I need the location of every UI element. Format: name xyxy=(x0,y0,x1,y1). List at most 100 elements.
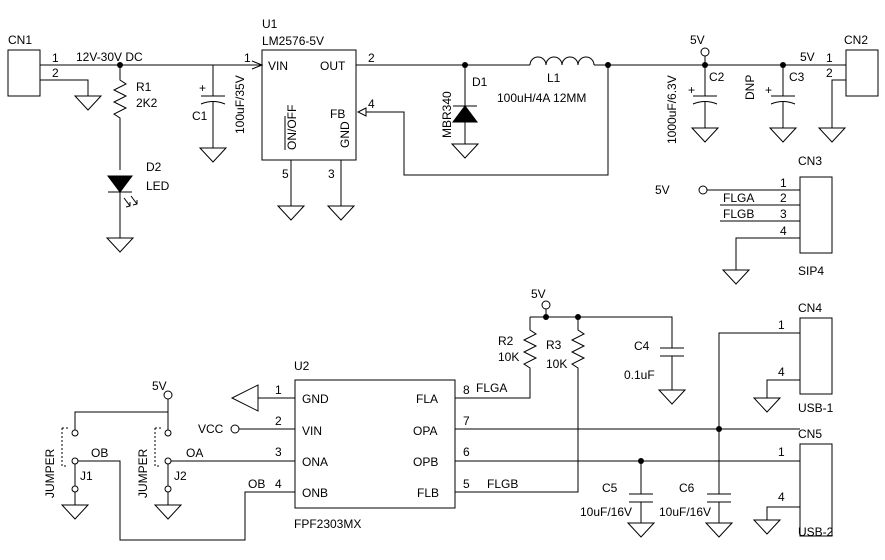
ground-symbol-d2 xyxy=(105,237,135,253)
cn2-connector: CN2 5V 1 2 xyxy=(800,33,879,128)
c5-value: 10uF/16V xyxy=(580,505,632,519)
u2-pin-vin: VIN xyxy=(302,424,322,438)
cn3-pin4: 4 xyxy=(780,224,787,238)
cn3-net-5v: 5V xyxy=(655,183,670,197)
cn5-ref: CN5 xyxy=(798,427,822,441)
ground-symbol-j2 xyxy=(153,504,183,520)
c1-ref: C1 xyxy=(192,109,208,123)
u2-part: FPF2303MX xyxy=(294,517,361,531)
j2-ref: J2 xyxy=(174,469,187,483)
u1-p3: 3 xyxy=(328,167,335,181)
d1-ref: D1 xyxy=(472,75,488,89)
c1-polarity: + xyxy=(199,81,206,95)
cn4-type: USB-1 xyxy=(798,401,834,415)
c6-ref: C6 xyxy=(679,481,695,495)
junction-pullup xyxy=(543,314,549,320)
j1-ref: J1 xyxy=(80,469,93,483)
jumper-5v-label: 5V xyxy=(152,379,167,393)
ground-symbol-d1 xyxy=(450,143,480,159)
net-12v-30v: 12V-30V DC xyxy=(76,50,143,64)
c1-capacitor: + C1 100uF/35V xyxy=(192,65,247,148)
u2-p4: 4 xyxy=(275,477,282,491)
ground-symbol-cn1 xyxy=(73,95,103,111)
cn1-pin2: 2 xyxy=(52,66,59,80)
u2-load-switch: U2 FPF2303MX GND VIN ONA ONB FLA OPA OPB… xyxy=(275,359,470,531)
l1-ref: L1 xyxy=(547,71,561,85)
d2-ref: D2 xyxy=(146,160,162,174)
u2-p1: 1 xyxy=(275,383,282,397)
net-ob-label: OB xyxy=(248,477,265,491)
u1-pin-fb: FB xyxy=(330,107,345,121)
j2-label: JUMPER xyxy=(136,448,150,498)
c1-value: 100uF/35V xyxy=(233,75,247,134)
junction-fb xyxy=(605,62,611,68)
c4-value: 0.1uF xyxy=(624,368,655,382)
net-flgb-u2: FLGB xyxy=(487,477,518,491)
ground-symbol-cn2 xyxy=(817,127,847,143)
c2-polarity: + xyxy=(688,83,695,97)
r3-value: 10K xyxy=(546,357,567,371)
u1-ref: U1 xyxy=(262,17,278,31)
cn5-pin1: 1 xyxy=(778,445,785,459)
ground-symbol-cn5 xyxy=(752,519,782,535)
d2-type: LED xyxy=(146,179,170,193)
u1-pin-gnd: GND xyxy=(338,121,352,148)
cn4-pin1: 1 xyxy=(778,318,785,332)
ground-symbol-u1-pin3 xyxy=(326,205,356,221)
cn3-net-flga: FLGA xyxy=(723,191,754,205)
u2-p6: 6 xyxy=(463,445,470,459)
u2-p8: 8 xyxy=(463,383,470,397)
ground-symbol-cn4 xyxy=(752,397,782,413)
net-oa: OA xyxy=(186,446,203,460)
cn4-ref: CN4 xyxy=(798,301,822,315)
u2-pin-ona: ONA xyxy=(302,455,328,469)
ground-symbol-j1 xyxy=(60,504,90,520)
pullup-5v-terminal xyxy=(541,300,551,310)
cn4-pin4: 4 xyxy=(778,365,785,379)
d2-led: D2 LED xyxy=(107,160,170,238)
c5-capacitor: C5 10uF/16V xyxy=(580,461,653,523)
j1-label: JUMPER xyxy=(43,448,57,498)
c6-value: 10uF/16V xyxy=(659,505,711,519)
u2-p5: 5 xyxy=(463,477,470,491)
rail-5v-label: 5V xyxy=(690,33,705,47)
d1-diode: D1 MBR340 xyxy=(440,65,488,144)
cn5-usb-connector: CN5 USB-2 1 4 xyxy=(766,427,834,539)
ground-symbol-c4 xyxy=(657,389,687,405)
ground-symbol-c2 xyxy=(690,127,720,143)
r1-resistor: R1 2K2 xyxy=(112,65,158,170)
r1-value: 2K2 xyxy=(136,96,158,110)
cn2-net: 5V xyxy=(800,50,815,64)
ground-symbol-u1-pin5 xyxy=(276,205,306,221)
cn2-ref: CN2 xyxy=(844,33,868,47)
u2-pin-fla: FLA xyxy=(416,392,438,406)
net-flga-u2: FLGA xyxy=(476,381,507,395)
c3-ref: C3 xyxy=(789,70,805,84)
cn1-connector: CN1 1 2 xyxy=(7,33,250,97)
c3-polarity: + xyxy=(765,83,772,97)
cn3-pin3: 3 xyxy=(780,207,787,221)
ground-symbol-c6 xyxy=(704,522,734,538)
l1-value: 100uH/4A 12MM xyxy=(497,91,586,105)
net-ob: OB xyxy=(91,446,108,460)
cn1-ref: CN1 xyxy=(8,33,32,47)
pullup-5v-label: 5V xyxy=(531,287,546,301)
u2-p7: 7 xyxy=(463,414,470,428)
r2-resistor: R2 10K xyxy=(498,317,538,378)
ground-symbol-c5 xyxy=(626,522,656,538)
c3-capacitor: + C3 DNP xyxy=(743,65,805,128)
c4-capacitor: C4 0.1uF xyxy=(624,339,684,390)
cn3-pin2: 2 xyxy=(780,191,787,205)
u2-pin-onb: ONB xyxy=(302,486,328,500)
u1-pin-onoff: ON/OFF xyxy=(285,105,299,150)
cn2-pin1: 1 xyxy=(826,51,833,65)
net-vcc: VCC xyxy=(198,422,224,436)
r3-resistor: R3 10K xyxy=(546,317,586,378)
u1-pin-out: OUT xyxy=(320,59,346,73)
ground-symbol-c3 xyxy=(768,127,798,143)
vcc-terminal xyxy=(230,424,240,434)
ground-symbol-c1 xyxy=(198,147,228,163)
u2-ref: U2 xyxy=(294,359,310,373)
cn1-pin1: 1 xyxy=(52,51,59,65)
